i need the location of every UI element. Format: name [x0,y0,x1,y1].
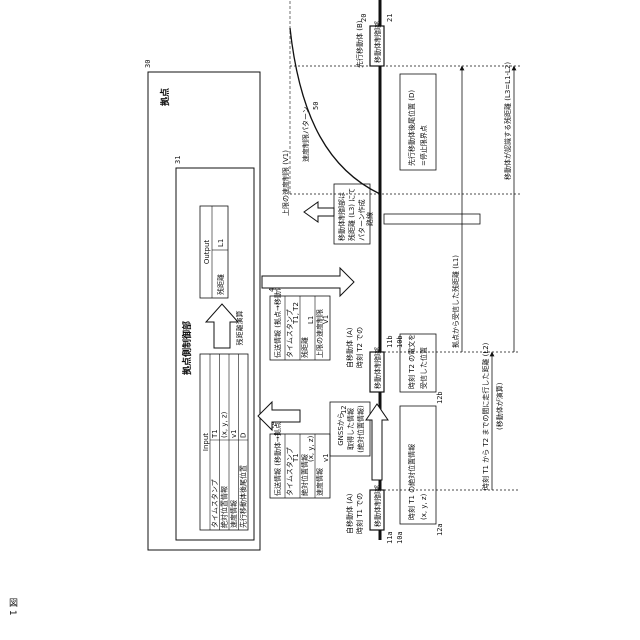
preceding-vehicle: 移動体制御部 先行移動体 (B) 20 21 [355,14,394,68]
vehicle-a-t1: 移動体制御部 時刻 T1 での 自移動体 (A) 11a 10a [345,485,404,544]
gnss-line: 取得した情報 [346,408,355,450]
downlink-title: 伝送情報 (拠点→移動体) [273,281,282,358]
downlink-row-value: L1 [307,316,315,324]
input-title: Input [202,433,210,451]
uplink-row-name: 速度情報 [315,468,324,496]
pos-t1-line: (x, y, z) [420,493,428,520]
vehicle-ref: 11a [386,531,394,544]
downlink-row-name: 残距離 [300,337,309,358]
input-row-value: (x, y, z) [221,411,229,438]
output-table: Output 残距離 L1 [200,206,228,298]
downlink-row-value: T1, T2 [292,302,300,325]
distance-label: 移動体が認識する残距離 (L3=L1-L2) [503,62,512,180]
distance-label: 拠点から受信した残距離 (L1) [451,255,460,348]
pos-t2-box: 時刻 T2 の電文を 受信した位置 12b [400,334,444,404]
input-row-name: 絶対位置情報 [220,486,229,528]
pos-t2-line: 時刻 T2 の電文を [407,334,416,389]
l3-arrow [384,214,480,224]
distance-l3: 移動体が認識する残距離 (L3=L1-L2) [503,62,514,352]
pattern-arrow [304,202,334,222]
calc-label: 残距離演算 [235,311,244,346]
pattern-line: パターン作成 [357,199,366,241]
vehicle-controller-label: 移動体制御部 [373,21,382,63]
vehicle-ref: 21 [386,14,394,22]
vehicle-ref: 20 [360,14,368,22]
pos-t2-ref: 12b [436,391,444,404]
speed-limit-label: 上限の速度制限 (V1) [281,150,290,216]
tail-box: 先行移動体後尾位置 (D) =停止限界点 [400,74,436,170]
track-label: 路線 [365,212,374,226]
uplink-table: 40 伝送情報 (移動体→拠点) タイムスタンプ T1 絶対位置情報 (x, y… [268,419,330,498]
input-row-name: 速度情報 [229,500,238,528]
input-row-name: タイムスタンプ [210,479,219,528]
distance-label: 時刻 T1 から T2 までの間に走行した距離 (L2) [481,342,490,490]
preceding-vehicle-label: 先行移動体 (B) [355,20,364,68]
base-title: 拠点 [159,88,171,106]
input-row-value: T1 [211,429,219,439]
tail-line: =停止限界点 [419,125,428,166]
gnss-line: GNSSから [337,412,345,446]
vehicle-a-t1-label: 時刻 T1 での [355,493,364,534]
vehicle-ref: 10a [396,531,404,544]
uplink-title: 伝送情報 (移動体→拠点) [273,419,282,496]
base-control-title: 拠点側制御部 [181,321,193,375]
pos-t1-line: 時刻 T1 の絶対位置情報 [407,444,416,520]
downlink-row-value: V1 [322,315,330,324]
vehicle-controller-label: 移動体制御部 [373,347,382,389]
vehicle-ref: 11b [386,335,394,348]
pattern-line: 残距離 (L3) にて [347,188,356,241]
travel-arrow [366,404,388,480]
vehicle-controller-label: 移動体制御部 [373,485,382,527]
uplink-row-value: (x, y, z) [307,435,315,462]
speed-curve-label: 速度制限パターン [301,106,310,162]
gnss-line: (絶対位置情報) [356,405,365,453]
pattern-line: 移動体制御部は [337,192,346,241]
vehicle-a-t2: 移動体制御部 時刻 T2 での 自移動体 (A) 11b 10b [345,327,404,392]
tail-line: 先行移動体後尾位置 (D) [407,90,416,166]
distance-l2: 時刻 T1 から T2 までの間に走行した距離 (L2) (移動体が演算) [481,342,504,490]
base-ref: 30 [144,60,152,68]
downlink-table: 41 伝送情報 (拠点→移動体) タイムスタンプ T1, T2 残距離 L1 上… [268,281,330,360]
vehicle-a-t1-label: 自移動体 (A) [345,493,354,534]
vehicle-a-t2-label: 時刻 T2 での [355,327,364,368]
pos-t2-line: 受信した位置 [419,347,428,389]
output-title: Output [203,240,211,265]
distance-label: (移動体が演算) [495,382,504,430]
input-row-value: v1 [230,429,238,438]
uplink-row-value: v1 [322,453,330,462]
pos-t1-ref: 12a [436,523,444,536]
input-table: Input タイムスタンプ T1 絶対位置情報 (x, y, z) 速度情報 v… [200,354,248,530]
speed-curve-ref: 50 [312,102,320,110]
output-row-name: 残距離 [216,274,225,295]
input-row-value: D [240,433,248,438]
calc-arrow: 残距離演算 [206,304,244,348]
output-row-value: L1 [217,239,225,247]
uplink-row-value: T1 [292,453,300,463]
vehicle-a-t2-label: 自移動体 (A) [345,327,354,368]
distance-l1: 拠点から受信した残距離 (L1) [451,66,462,352]
input-row-name: 先行移動体後尾位置 [239,465,248,528]
pos-t1-box: 時刻 T1 の絶対位置情報 (x, y, z) 12a [400,406,444,536]
base-control-ref: 31 [174,156,182,164]
gnss-box: 12 GNSSから 取得した情報 (絶対位置情報) [330,402,370,456]
pattern-box: 移動体制御部は 残距離 (L3) にて パターン作成 [334,184,370,244]
